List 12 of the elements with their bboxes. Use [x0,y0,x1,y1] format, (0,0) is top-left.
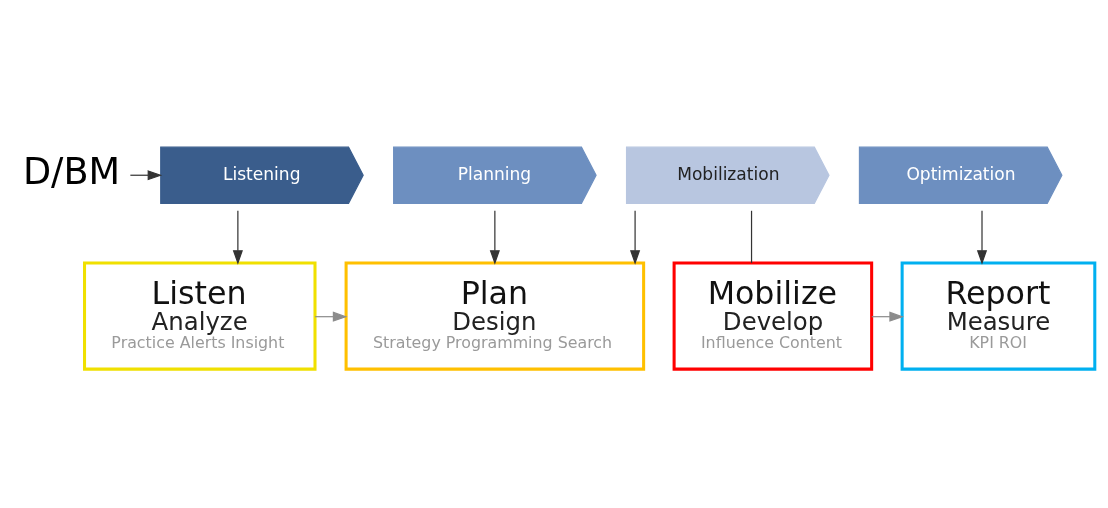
arrow [871,311,904,322]
arrow [489,209,500,265]
arrow [629,209,641,265]
node-box: Plan Design Strategy Programming Search [344,261,646,371]
node-box: Listen Analyze Practice Alerts Insight [83,261,317,371]
arrow [232,209,243,265]
node-text: D/BM [22,149,121,193]
arrow [976,209,988,265]
node-box: Mobilize Develop Influence Content [672,261,874,371]
node-box: Report Measure KPI ROI [900,261,1097,371]
connector [750,209,753,264]
arrow [314,311,348,322]
